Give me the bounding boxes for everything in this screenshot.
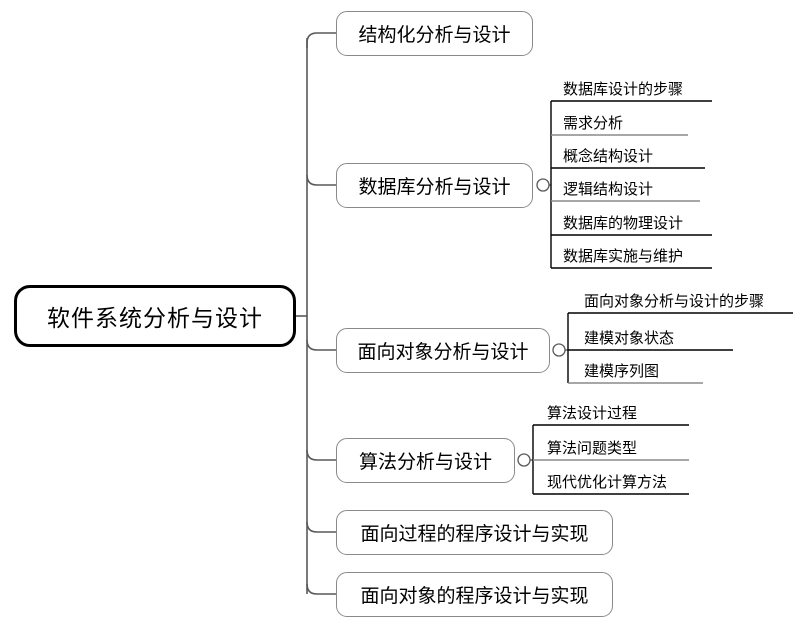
- branch-node-object-oriented-analysis[interactable]: 面向对象分析与设计: [336, 328, 550, 373]
- branch-node-label: 面向对象的程序设计与实现: [360, 586, 589, 607]
- leaf-node-modern-optimization-methods[interactable]: 现代优化计算方法: [547, 475, 667, 490]
- leaf-node-logical-design[interactable]: 逻辑结构设计: [563, 182, 653, 197]
- leaf-node-model-sequence-diagram[interactable]: 建模序列图: [584, 364, 659, 379]
- leaf-node-conceptual-design[interactable]: 概念结构设计: [563, 149, 653, 164]
- branch-node-database-analysis[interactable]: 数据库分析与设计: [336, 163, 533, 208]
- leaf-node-label: 数据库设计的步骤: [563, 81, 684, 98]
- branch-node-label: 面向对象分析与设计: [357, 342, 529, 363]
- leaf-node-ooad-steps[interactable]: 面向对象分析与设计的步骤: [584, 294, 764, 309]
- root-node[interactable]: 软件系统分析与设计: [14, 285, 296, 347]
- leaf-node-label: 建模序列图: [584, 363, 660, 380]
- leaf-node-label: 建模对象状态: [584, 330, 675, 347]
- leaf-node-model-object-state[interactable]: 建模对象状态: [584, 331, 674, 346]
- branch-node-label: 面向过程的程序设计与实现: [360, 524, 589, 545]
- branch-node-procedural-programming[interactable]: 面向过程的程序设计与实现: [336, 510, 613, 555]
- leaf-node-label: 面向对象分析与设计的步骤: [584, 293, 765, 310]
- leaf-node-db-implementation-maintenance[interactable]: 数据库实施与维护: [563, 249, 683, 264]
- leaf-node-label: 概念结构设计: [563, 148, 654, 165]
- branch-node-label: 结构化分析与设计: [358, 25, 511, 46]
- branch-node-label: 算法分析与设计: [358, 452, 492, 473]
- branch-node-oop-programming[interactable]: 面向对象的程序设计与实现: [336, 572, 613, 617]
- leaf-node-algorithm-design-process[interactable]: 算法设计过程: [547, 406, 637, 421]
- leaf-node-label: 数据库的物理设计: [563, 215, 684, 232]
- leaf-node-label: 逻辑结构设计: [563, 181, 654, 198]
- leaf-node-label: 算法问题类型: [547, 440, 638, 457]
- leaf-node-label: 算法设计过程: [547, 405, 638, 422]
- branch-node-label: 数据库分析与设计: [358, 177, 511, 198]
- leaf-node-label: 需求分析: [563, 115, 624, 132]
- root-node-label: 软件系统分析与设计: [47, 305, 263, 331]
- branch-node-algorithm-analysis[interactable]: 算法分析与设计: [336, 438, 515, 483]
- branch-node-structured-analysis[interactable]: 结构化分析与设计: [336, 11, 533, 56]
- leaf-node-label: 现代优化计算方法: [547, 474, 668, 491]
- leaf-node-algorithm-problem-types[interactable]: 算法问题类型: [547, 441, 637, 456]
- leaf-node-requirement-analysis[interactable]: 需求分析: [563, 116, 623, 131]
- leaf-node-physical-design[interactable]: 数据库的物理设计: [563, 216, 683, 231]
- leaf-node-label: 数据库实施与维护: [563, 248, 684, 265]
- leaf-node-db-design-steps[interactable]: 数据库设计的步骤: [563, 82, 683, 97]
